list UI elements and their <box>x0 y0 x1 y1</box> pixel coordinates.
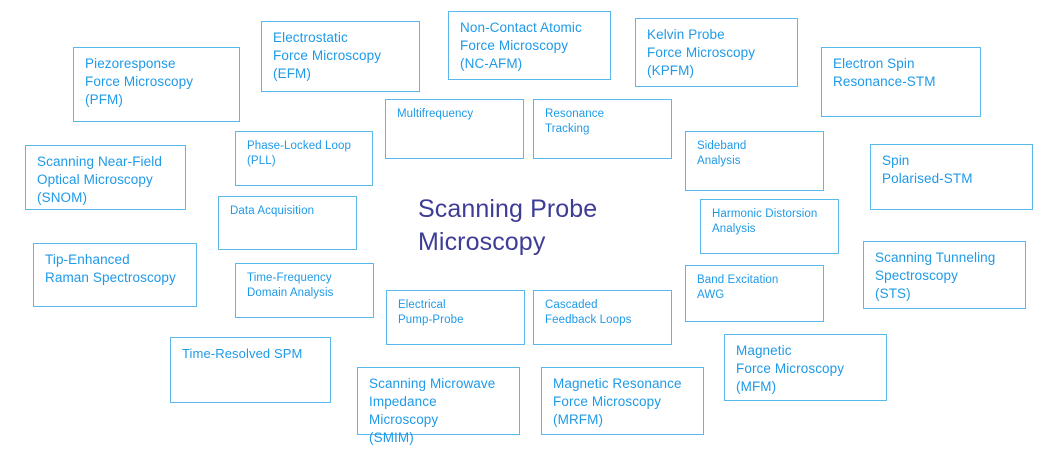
node-side[interactable]: Sideband Analysis <box>685 131 824 191</box>
node-beawg[interactable]: Band Excitation AWG <box>685 265 824 322</box>
node-kpfm[interactable]: Kelvin Probe Force Microscopy (KPFM) <box>635 18 798 87</box>
node-epp[interactable]: Electrical Pump-Probe <box>386 290 525 345</box>
node-daq[interactable]: Data Acquisition <box>218 196 357 250</box>
node-multi[interactable]: Multifrequency <box>385 99 524 159</box>
node-tfda[interactable]: Time-Frequency Domain Analysis <box>235 263 374 318</box>
node-hda[interactable]: Harmonic Distorsion Analysis <box>700 199 839 254</box>
node-sp[interactable]: Spin Polarised-STM <box>870 144 1033 210</box>
node-efm[interactable]: Electrostatic Force Microscopy (EFM) <box>261 21 420 92</box>
node-reso[interactable]: Resonance Tracking <box>533 99 672 159</box>
node-trspm[interactable]: Time-Resolved SPM <box>170 337 331 403</box>
node-pfm[interactable]: Piezoresponse Force Microscopy (PFM) <box>73 47 240 122</box>
node-smim[interactable]: Scanning Microwave Impedance Microscopy … <box>357 367 520 445</box>
node-snom[interactable]: Scanning Near-Field Optical Microscopy (… <box>25 145 186 210</box>
node-pll[interactable]: Phase-Locked Loop (PLL) <box>235 131 373 186</box>
node-esr[interactable]: Electron Spin Resonance-STM <box>821 47 981 117</box>
center-title: Scanning Probe Microscopy <box>418 195 598 256</box>
node-cfl[interactable]: Cascaded Feedback Loops <box>533 290 672 345</box>
node-sts[interactable]: Scanning Tunneling Spectroscopy (STS) <box>863 241 1026 309</box>
node-mfm[interactable]: Magnetic Force Microscopy (MFM) <box>724 334 887 401</box>
node-mrfm[interactable]: Magnetic Resonance Force Microscopy (MRF… <box>541 367 704 435</box>
node-ters[interactable]: Tip-Enhanced Raman Spectroscopy <box>33 243 197 307</box>
node-ncafm[interactable]: Non-Contact Atomic Force Microscopy (NC-… <box>448 11 611 80</box>
